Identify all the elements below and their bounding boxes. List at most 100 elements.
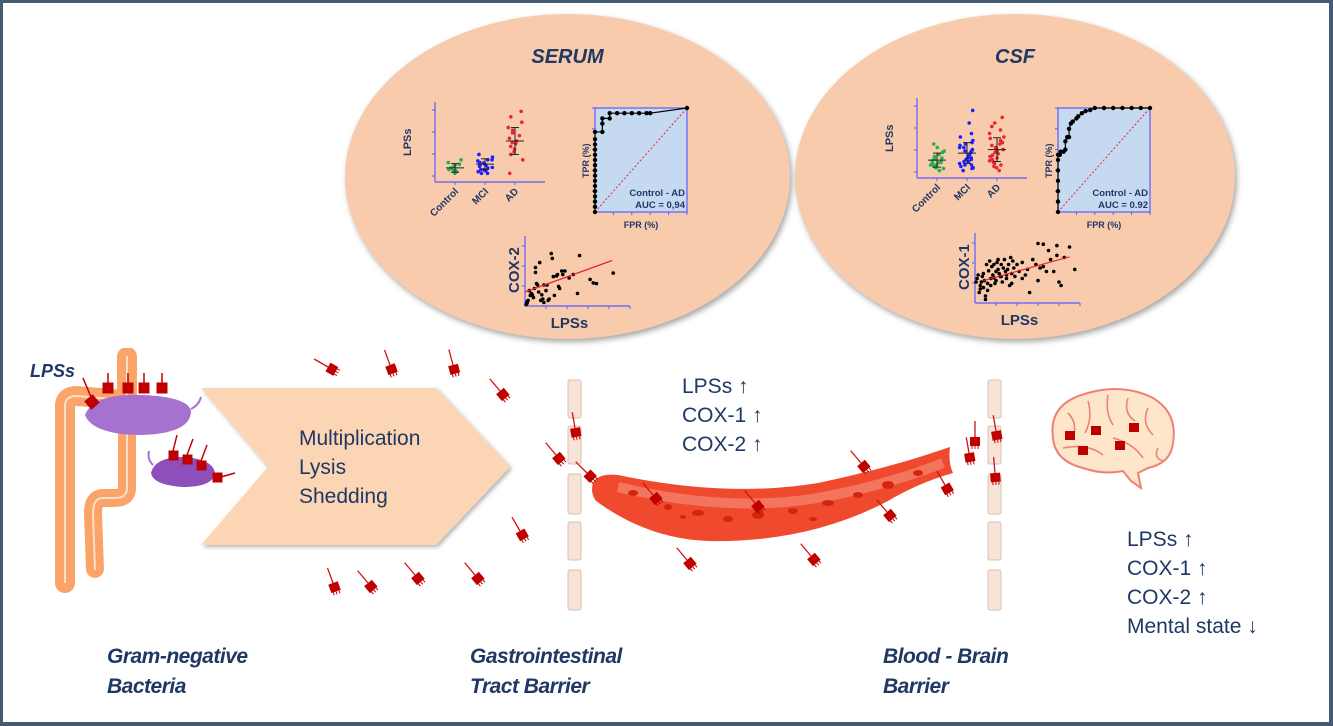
data-point (997, 168, 1002, 173)
data-point (987, 131, 992, 136)
regression-line (524, 259, 613, 293)
scatter-point (611, 271, 615, 275)
roc-point (1055, 189, 1061, 194)
marker-cox1: COX-1 ↑ (682, 404, 763, 427)
y-axis-label: TPR (%) (1044, 144, 1054, 179)
scatter-point (588, 277, 592, 282)
scatter-point (977, 290, 981, 295)
brain-markers: LPSs ↑ COX-1 ↑ COX-2 ↑ Mental state ↓ (1127, 525, 1258, 641)
scatter-point (988, 283, 993, 288)
roc-point (592, 209, 598, 215)
caption-line: Blood - Brain (883, 645, 1009, 668)
lps-molecule-icon (850, 450, 872, 475)
data-point (1000, 115, 1005, 120)
data-point (969, 149, 974, 153)
data-point (517, 133, 522, 138)
roc-point (600, 121, 605, 126)
scatter-point (1000, 280, 1005, 284)
data-point (935, 145, 940, 150)
scatter-point (1009, 281, 1014, 286)
data-point (942, 149, 947, 153)
scatter-point (1027, 290, 1032, 295)
lps-molecule-icon (404, 562, 426, 587)
scatter-point (979, 280, 984, 284)
roc-point (607, 116, 612, 121)
data-point (508, 144, 513, 149)
data-point (1000, 140, 1005, 145)
scatter-point (986, 269, 991, 273)
scatter-point (1059, 283, 1063, 288)
scatter-point (975, 276, 979, 281)
data-point (507, 136, 512, 141)
data-point (479, 171, 484, 176)
y-axis-label: COX-1 (956, 244, 973, 290)
x-axis-label: FPR (%) (624, 220, 659, 230)
data-point (490, 165, 495, 170)
scatter-point (551, 274, 556, 279)
scatter-point (1036, 278, 1040, 283)
roc-point (1147, 105, 1153, 111)
x-axis-label: FPR (%) (1087, 220, 1122, 230)
scatter-point (559, 269, 564, 273)
roc-point (1129, 105, 1134, 111)
roc-point (684, 105, 690, 111)
scatter-point (996, 267, 1000, 272)
caption-bacteria: Gram-negative Bacteria (107, 642, 248, 702)
roc-point (592, 142, 598, 147)
data-point (507, 171, 512, 176)
scatter-point (540, 293, 544, 297)
lps-molecule-icon (876, 499, 898, 524)
data-point (937, 152, 941, 157)
data-point (476, 169, 481, 174)
data-point (519, 109, 523, 114)
scatter-point (552, 293, 557, 298)
data-point (970, 140, 974, 145)
data-point (990, 157, 995, 162)
lps-molecule-icon (570, 412, 582, 441)
scatter-point (575, 291, 580, 296)
data-point (485, 166, 490, 170)
roc-point (1063, 147, 1068, 152)
data-point (963, 142, 968, 146)
data-point (477, 152, 481, 157)
scatter-point (980, 274, 985, 279)
scatter-point (550, 256, 555, 261)
roc-point (1092, 105, 1097, 111)
data-point (1002, 135, 1006, 139)
data-point (478, 167, 483, 172)
data-point (510, 140, 515, 145)
lps-molecules (313, 349, 1003, 596)
roc-point (592, 137, 598, 142)
scatter-point (531, 295, 536, 300)
scatter-point (978, 287, 983, 291)
scatter-point (978, 283, 983, 288)
brain-icon (1051, 388, 1175, 491)
data-point (966, 159, 971, 164)
data-point (939, 160, 943, 164)
roc-point (1120, 105, 1125, 111)
scatter-point (577, 253, 582, 258)
roc-point (592, 147, 598, 152)
roc-point (592, 129, 598, 135)
roc-point (1066, 134, 1072, 140)
lps-molecule-icon (511, 516, 530, 544)
lps-molecule-icon (326, 567, 341, 596)
roc-point (1055, 209, 1061, 215)
roc-point (1111, 105, 1116, 111)
roc-point (1101, 105, 1107, 111)
y-axis-label: LPSs (402, 128, 414, 156)
roc-point (614, 111, 620, 116)
lps-molecule-icon (313, 358, 341, 377)
data-point (990, 143, 994, 148)
scatter-point (987, 259, 992, 263)
bacteria-cells (82, 373, 236, 487)
roc-point (648, 111, 653, 116)
scatter-point (1055, 253, 1059, 258)
scatter-point (1048, 257, 1053, 262)
y-axis-label: LPSs (884, 124, 896, 152)
data-point (940, 156, 944, 160)
